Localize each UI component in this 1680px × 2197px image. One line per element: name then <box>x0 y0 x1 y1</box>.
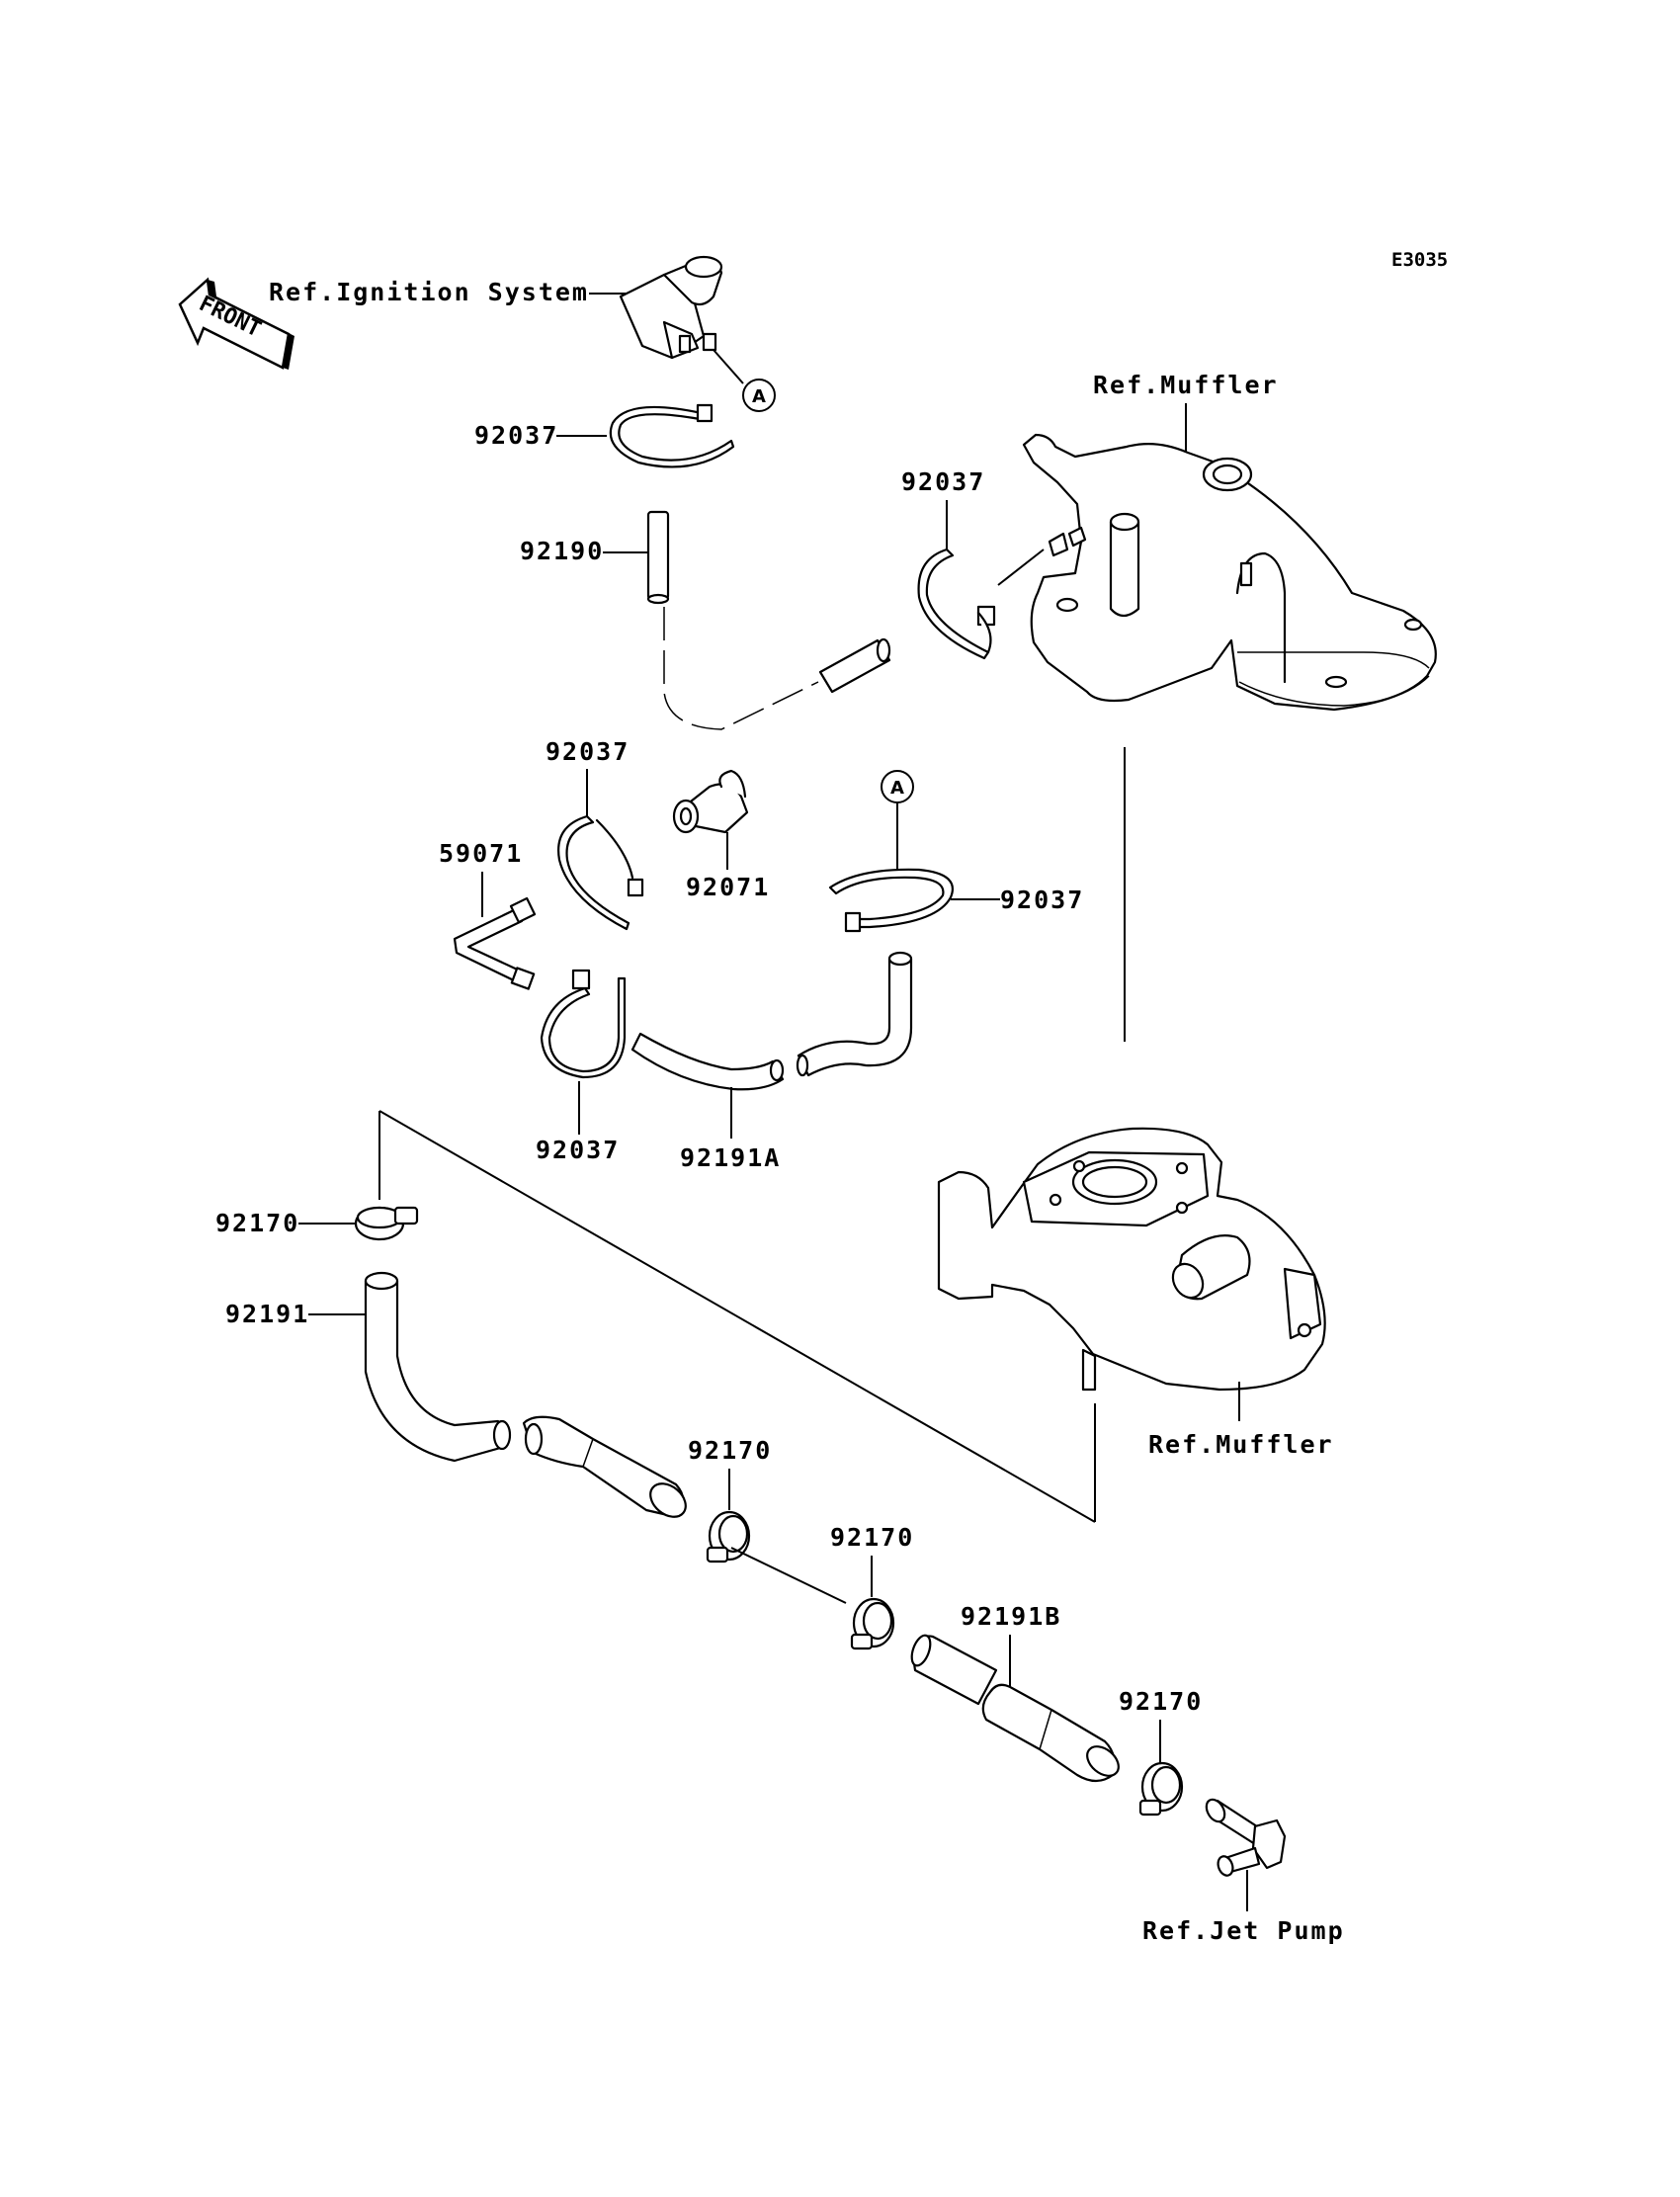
part-label-pipe-59071: 59071 <box>439 839 523 868</box>
hose-92191A <box>630 951 913 1091</box>
part-label-clamp-lower-left: 92037 <box>536 1136 620 1164</box>
muffler-bottom <box>937 1127 1326 1392</box>
clamp-mid-left <box>557 814 644 931</box>
hose-92191B <box>910 1634 1120 1783</box>
part-label-hose-clamp-3: 92170 <box>830 1523 914 1552</box>
hose-clamp-1 <box>354 1206 419 1241</box>
svg-text:A: A <box>752 386 766 407</box>
ref-jet-pump-label: Ref.Jet Pump <box>1142 1916 1345 1945</box>
hose-clamp-4 <box>1138 1761 1184 1817</box>
fitting-92071 <box>672 769 749 834</box>
svg-text:A: A <box>890 778 904 799</box>
part-label-hose-clamp-4: 92170 <box>1119 1687 1203 1716</box>
clamp-top <box>609 403 735 468</box>
part-label-hose-92190: 92190 <box>520 537 604 565</box>
ignition-component <box>619 255 723 360</box>
part-label-hose-92191A: 92191A <box>680 1143 781 1172</box>
part-label-clamp-mid-right: 92037 <box>1000 886 1084 914</box>
hose-clamp-3 <box>850 1597 895 1650</box>
part-label-hose-92191: 92191 <box>225 1300 309 1328</box>
jet-pump-fitting <box>1205 1798 1287 1877</box>
hose-clamp-2 <box>706 1510 751 1563</box>
part-label-fitting-92071: 92071 <box>686 873 770 901</box>
part-label-clamp-muffler: 92037 <box>901 467 985 496</box>
part-label-hose-clamp-1: 92170 <box>215 1209 299 1237</box>
hose-92191 <box>364 1271 687 1518</box>
ref-muffler-top-label: Ref.Muffler <box>1093 371 1279 399</box>
diagram-code: E3035 <box>1391 249 1448 271</box>
clamp-mid-right <box>828 868 954 933</box>
part-label-hose-92191B: 92191B <box>961 1602 1061 1631</box>
part-label-clamp-mid-left: 92037 <box>546 737 630 766</box>
callout-a-mid: A <box>881 770 914 803</box>
muffler-top <box>1022 433 1437 712</box>
callout-a-top: A <box>742 379 776 412</box>
pipe-59071 <box>453 896 537 990</box>
clamp-muffler <box>917 548 996 660</box>
ref-muffler-bottom-label: Ref.Muffler <box>1148 1430 1334 1459</box>
part-label-hose-clamp-2: 92170 <box>688 1436 772 1465</box>
hose-92190 <box>646 510 891 730</box>
clamp-lower-left <box>540 969 627 1079</box>
ref-ignition-label: Ref.Ignition System <box>269 278 589 306</box>
part-label-clamp-top: 92037 <box>474 421 558 450</box>
